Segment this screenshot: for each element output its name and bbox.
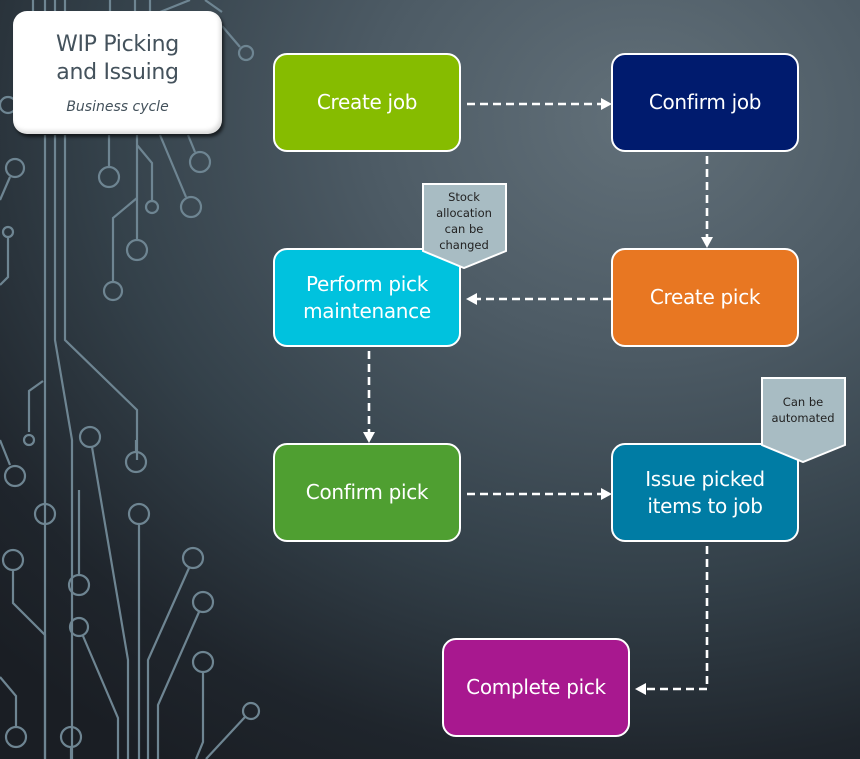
circuit-node xyxy=(3,464,27,488)
diagram-title: WIP Picking and Issuing xyxy=(56,32,179,85)
arrowhead-icon xyxy=(601,488,612,500)
circuit-trace xyxy=(146,567,191,759)
circuit-trace xyxy=(0,439,12,466)
arrowhead-icon xyxy=(701,237,713,248)
circuit-node xyxy=(4,725,28,749)
callout-shape xyxy=(761,377,846,463)
arrowhead-icon xyxy=(363,432,375,443)
callout-stock-allocation: Stock allocation can be changed xyxy=(422,183,507,269)
circuit-trace xyxy=(108,0,152,12)
circuit-node xyxy=(181,546,205,570)
circuit-node xyxy=(179,195,203,219)
circuit-node xyxy=(241,701,261,721)
node-create-job[interactable]: Create job xyxy=(273,53,461,152)
circuit-trace xyxy=(205,716,246,759)
callout-text: Can be automated xyxy=(771,395,835,425)
arrowhead-icon xyxy=(601,98,612,110)
circuit-node xyxy=(191,590,215,614)
circuit-node xyxy=(125,238,149,262)
circuit-trace xyxy=(0,237,10,286)
node-perform-pick-maintenance[interactable]: Perform pick maintenance xyxy=(273,248,461,347)
callout-text: Stock allocation can be changed xyxy=(436,190,492,252)
node-complete-pick[interactable]: Complete pick xyxy=(442,638,630,737)
circuit-node xyxy=(188,150,212,174)
callout-can-be-automated: Can be automated xyxy=(761,377,846,463)
arrowhead-icon xyxy=(466,293,477,305)
circuit-trace xyxy=(63,135,139,460)
circuit-trace xyxy=(53,135,74,759)
circuit-trace xyxy=(156,611,201,759)
circuit-trace xyxy=(111,197,138,282)
circuit-trace xyxy=(90,446,130,759)
circuit-trace xyxy=(27,380,44,432)
circuit-trace xyxy=(43,0,67,12)
circuit-trace xyxy=(194,672,205,759)
circuit-node xyxy=(67,573,91,597)
node-issue-picked-items[interactable]: Issue picked items to job xyxy=(611,443,799,542)
circuit-trace xyxy=(158,134,188,198)
circuit-node xyxy=(97,165,121,189)
circuit-node xyxy=(33,502,57,526)
circuit-node xyxy=(22,433,36,447)
node-confirm-pick[interactable]: Confirm pick xyxy=(273,443,461,542)
arrowhead-icon xyxy=(635,683,646,695)
circuit-trace xyxy=(11,570,47,759)
edge-issue-picked-items-to-complete-pick xyxy=(645,546,709,691)
circuit-pattern-decoration xyxy=(0,0,261,759)
callout-shape xyxy=(422,183,507,269)
circuit-node xyxy=(102,280,124,302)
node-create-pick[interactable]: Create pick xyxy=(611,248,799,347)
circuit-node xyxy=(68,616,90,638)
node-confirm-job[interactable]: Confirm job xyxy=(611,53,799,152)
circuit-node xyxy=(78,425,102,449)
circuit-trace xyxy=(159,0,223,14)
circuit-trace xyxy=(0,676,18,727)
circuit-node xyxy=(144,199,160,215)
circuit-node xyxy=(4,157,26,179)
circuit-trace xyxy=(135,135,154,202)
circuit-trace xyxy=(221,25,241,48)
circuit-trace xyxy=(81,635,120,759)
title-card: WIP Picking and Issuing Business cycle xyxy=(13,11,222,134)
circuit-trace xyxy=(0,176,12,201)
diagram-subtitle: Business cycle xyxy=(66,99,169,115)
circuit-node xyxy=(237,44,255,62)
circuit-trace xyxy=(186,134,197,153)
